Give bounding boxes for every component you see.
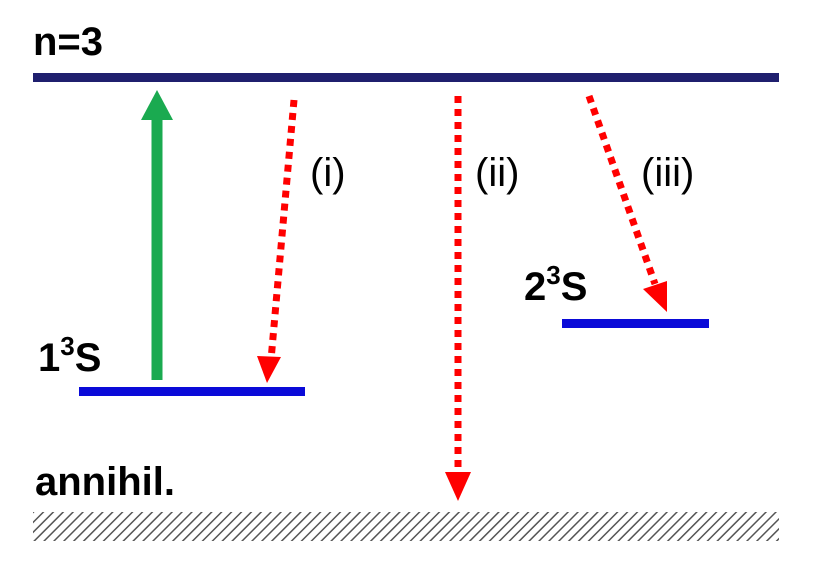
- s1-label: 13S: [38, 331, 101, 380]
- s1-label-letter: S: [75, 336, 102, 380]
- n3-level-line: [33, 73, 779, 82]
- s2-label-letter: S: [561, 265, 588, 309]
- s1-level-line: [79, 387, 305, 396]
- s1-label-sup: 3: [60, 331, 74, 361]
- annihilation-label: annihil.: [35, 460, 175, 504]
- s2-label-main: 2: [524, 265, 546, 309]
- decay-i-arrow-shaft: [267, 99, 298, 361]
- s2-label-sup: 3: [546, 260, 560, 290]
- decay-ii-arrow-head: [445, 472, 471, 501]
- n3-label: n=3: [33, 20, 103, 64]
- decay-iii-arrow-head: [643, 281, 667, 312]
- decay-i-arrow-head: [257, 356, 281, 383]
- decay-i-label: (i): [310, 151, 346, 195]
- s1-label-main: 1: [38, 336, 60, 380]
- s2-level-line: [562, 319, 709, 328]
- decay-ii-label: (ii): [475, 151, 519, 195]
- decay-iii-label: (iii): [641, 151, 694, 195]
- excitation-arrow-head: [141, 90, 173, 120]
- annihilation-band: [33, 512, 779, 541]
- s2-label: 23S: [524, 260, 587, 309]
